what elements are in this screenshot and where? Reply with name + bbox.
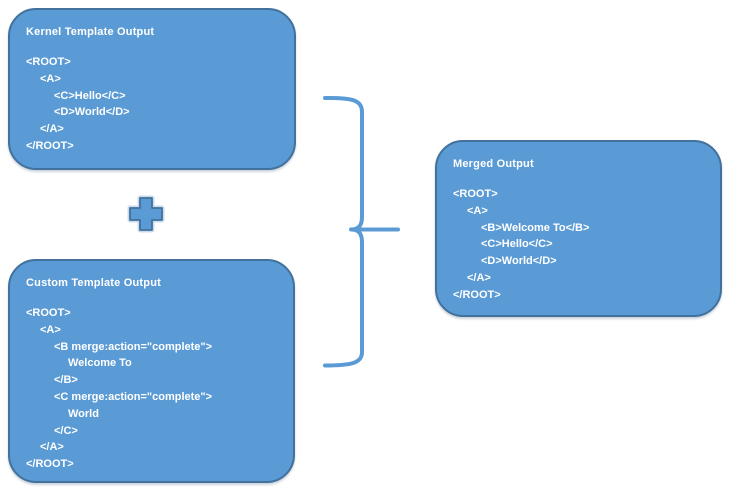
- plus-shape: [130, 198, 162, 230]
- plus-outline: [129, 197, 163, 231]
- brace-path: [323, 95, 364, 368]
- kernel-template-output-box: Kernel Template Output <ROOT> <A> <C>Hel…: [8, 8, 296, 170]
- kernel-template-output-code: <ROOT> <A> <C>Hello</C> <D>World</D> </A…: [26, 56, 130, 152]
- curly-brace-icon: [323, 95, 400, 368]
- custom-template-output-title: Custom Template Output: [26, 277, 161, 289]
- plus-icon: [127, 195, 165, 233]
- custom-template-output-box: Custom Template Output <ROOT> <A> <B mer…: [8, 259, 295, 483]
- merged-output-title: Merged Output: [453, 158, 534, 170]
- custom-template-output-code: <ROOT> <A> <B merge:action="complete"> W…: [26, 307, 213, 471]
- kernel-template-output-title: Kernel Template Output: [26, 26, 155, 38]
- merged-output-code: <ROOT> <A> <B>Welcome To</B> <C>Hello</C…: [453, 188, 590, 301]
- merged-output-box: Merged Output <ROOT> <A> <B>Welcome To</…: [435, 140, 722, 317]
